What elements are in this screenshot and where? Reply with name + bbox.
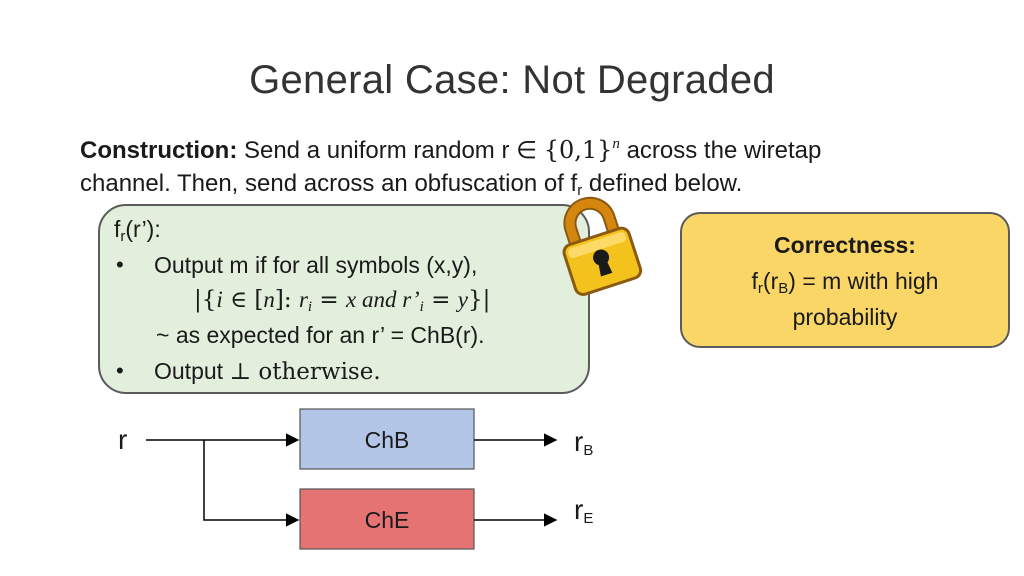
function-header: fr(r’): — [114, 216, 161, 245]
padlock-icon — [562, 196, 643, 296]
slide-title: General Case: Not Degraded — [249, 58, 775, 102]
function-definition-box: fr(r’): • Output m if for all symbols (x… — [98, 204, 590, 394]
correctness-title: Correctness: — [774, 232, 916, 258]
branch-line — [203, 440, 300, 527]
correctness-statement-cont: probability — [792, 304, 898, 330]
expectation-note: ~ as expected for an r’ = ChB(r). — [156, 322, 485, 348]
count-condition-math: |{i ∈ [n]: ri = x and r’i = y}| — [194, 287, 491, 315]
correctness-box: Correctness: fr(rB) = m with high probab… — [680, 212, 1010, 348]
chb-box — [299, 408, 475, 470]
construction-text: Construction: Send a uniform random r ∈ … — [80, 136, 822, 199]
bullet-marker: • — [116, 252, 124, 277]
bullet-marker: • — [116, 358, 124, 383]
che-box — [299, 488, 475, 550]
bullet-output-m: Output m if for all symbols (x,y), — [154, 252, 478, 278]
correctness-statement: fr(rB) = m with high — [751, 268, 939, 297]
che-label: ChE — [364, 507, 410, 533]
input-label: r — [118, 424, 128, 455]
construction-label: Construction: — [80, 137, 238, 164]
chb-label: ChB — [364, 427, 410, 453]
output-e-label: rE — [574, 494, 594, 527]
set-notation: {0,1}n — [543, 136, 620, 164]
bullet-output-bottom: Output ⊥ otherwise. — [154, 358, 381, 385]
output-b-label: rB — [574, 426, 594, 459]
